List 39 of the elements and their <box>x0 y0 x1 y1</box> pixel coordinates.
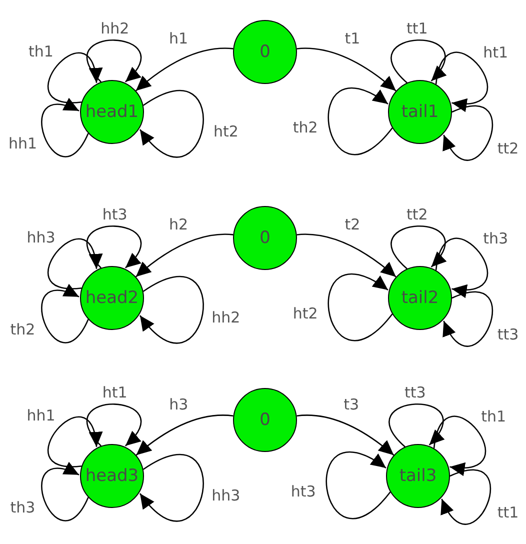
loop-arrow <box>443 106 493 161</box>
loop-arrow <box>140 276 204 344</box>
loop-arrow <box>48 52 101 103</box>
loop-arrow <box>86 226 142 268</box>
loop-arrow <box>390 40 446 84</box>
loop-arrow <box>140 454 204 522</box>
loop-arrow <box>388 404 444 448</box>
loop-arrow <box>390 226 446 270</box>
loop-arrow <box>435 238 488 297</box>
loop-arrow <box>86 404 142 446</box>
state-circle: 0 <box>233 206 297 270</box>
arrow <box>136 234 234 278</box>
arrow <box>136 48 234 92</box>
loop-arrow <box>48 238 101 289</box>
loop-arrow <box>48 416 101 467</box>
loop-arrow <box>326 452 391 518</box>
state-circle: tail2 <box>388 266 452 330</box>
loop-arrow <box>443 292 493 347</box>
arrow <box>296 414 394 456</box>
loop-arrow <box>41 284 89 344</box>
loop-arrow <box>41 462 89 522</box>
loop-arrow <box>41 98 89 158</box>
state-circle: head3 <box>80 444 144 508</box>
state-circle: 0 <box>233 388 297 452</box>
loop-arrow <box>435 52 488 111</box>
arrow <box>296 234 396 278</box>
loop-arrow <box>433 416 486 475</box>
loop-arrow <box>140 90 204 158</box>
state-circle: head2 <box>80 266 144 330</box>
loop-arrow <box>86 40 142 82</box>
state-circle: 0 <box>233 20 297 84</box>
loop-arrow <box>328 274 393 340</box>
arrow <box>136 414 234 456</box>
loop-arrow <box>441 470 491 525</box>
state-circle: tail3 <box>386 444 450 508</box>
loop-arrow <box>328 88 393 154</box>
state-circle: head1 <box>80 80 144 144</box>
arrow <box>296 48 396 92</box>
state-circle: tail1 <box>388 80 452 144</box>
